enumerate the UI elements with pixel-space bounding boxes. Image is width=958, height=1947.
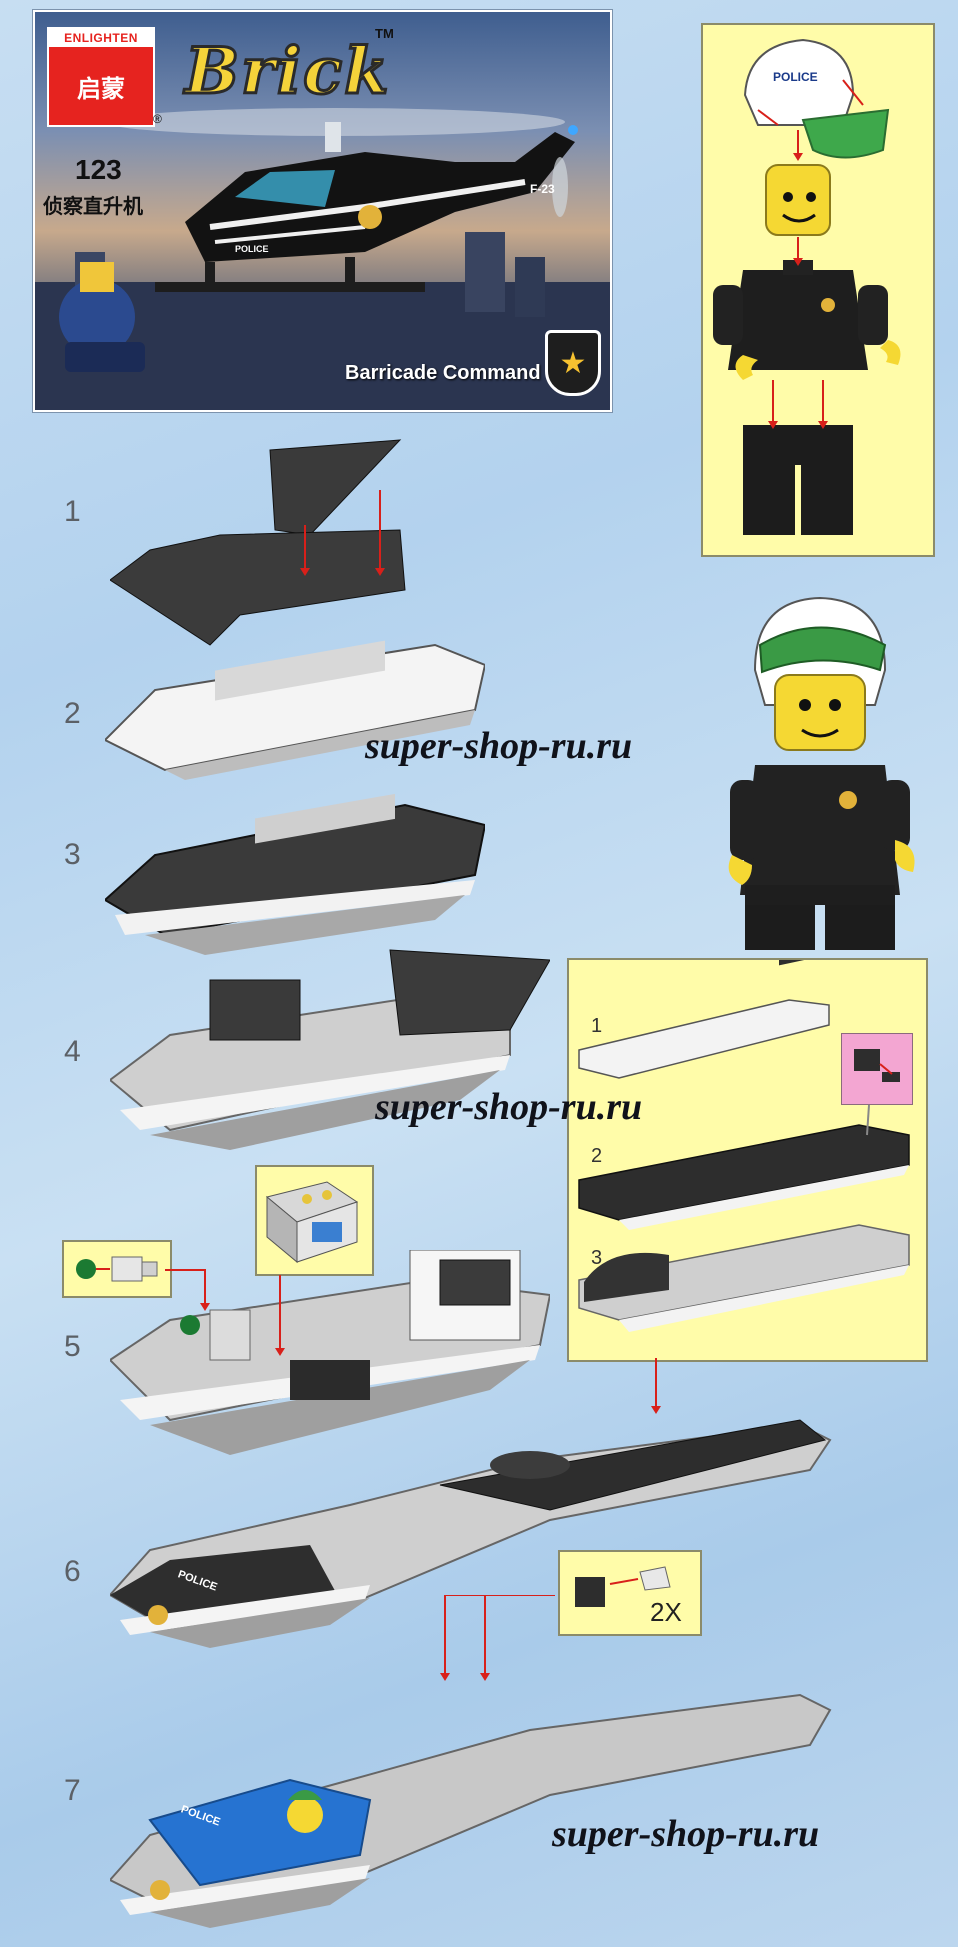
step-5-callout-arrows [165,1269,285,1356]
step-number-4: 4 [64,1035,81,1068]
door-text: POLICE [235,244,269,254]
registered-mark: ® [153,112,162,126]
step-number-7: 7 [64,1774,81,1807]
step-4-illustration [110,949,550,1150]
assembled-minifig-illustration [728,596,915,950]
step-7-callout-arrows [440,1595,555,1681]
tail-subassembly-panel: 1 2 3 [567,958,928,1362]
brick-and-cone-part-icon [575,1566,671,1607]
step-number-2: 2 [64,697,81,730]
police-badge-icon: ★ [545,330,601,396]
brand-name: ENLIGHTEN [49,29,153,47]
helmet-text: POLICE [773,70,818,84]
step-5-part-callout-headlight [62,1240,172,1298]
headlight-part-icon [76,1256,158,1282]
console-part-icon [265,1181,359,1264]
brick-logo: Brick [183,33,391,111]
tail-substeps-illustration [578,960,910,1332]
minifig-parts-illustration [713,38,901,535]
brand-name-cn: 启蒙 [77,75,125,103]
hinge-part-icon [854,1049,900,1082]
tail-code: F-23 [530,182,555,196]
set-number: 123 [75,154,122,185]
minifig-assembly-panel: POLICE [701,23,935,557]
watermark-2: super-shop-ru.ru [375,1086,643,1128]
set-name-cn: 侦察直升机 [43,194,143,218]
watermark-1: super-shop-ru.ru [365,725,633,767]
step-2-illustration [105,640,485,780]
step-number-1: 1 [64,495,81,528]
tail-connector-arrow [651,1358,661,1414]
pink-part-callout [841,1033,913,1105]
step-7-illustration [110,1693,832,1928]
step-6-illustration [110,1419,832,1648]
quantity-label: 2X [650,1597,682,1627]
step-1-illustration [110,439,406,646]
cover-helicopter-illustration [35,108,610,410]
step-5-illustration [110,1250,550,1455]
trademark-mark: TM [375,26,394,41]
step-number-3: 3 [64,838,81,871]
substep-number-3: 3 [591,1247,603,1269]
watermark-3: super-shop-ru.ru [552,1813,820,1855]
step-5-part-callout-console [255,1165,374,1276]
substep-number-2: 2 [591,1145,603,1167]
cover-box: ENLIGHTEN 启蒙 Brick TM ® 123 侦察直升机 F-23 P… [33,10,612,412]
step-number-5: 5 [64,1330,81,1363]
set-title: Barricade Command Car [345,362,580,384]
step-3-illustration [105,793,485,955]
brand-logo-box: ENLIGHTEN 启蒙 [47,27,155,127]
step-number-6: 6 [64,1555,81,1588]
substep-number-1: 1 [591,1015,603,1037]
step-7-part-callout: 2X [558,1550,702,1636]
